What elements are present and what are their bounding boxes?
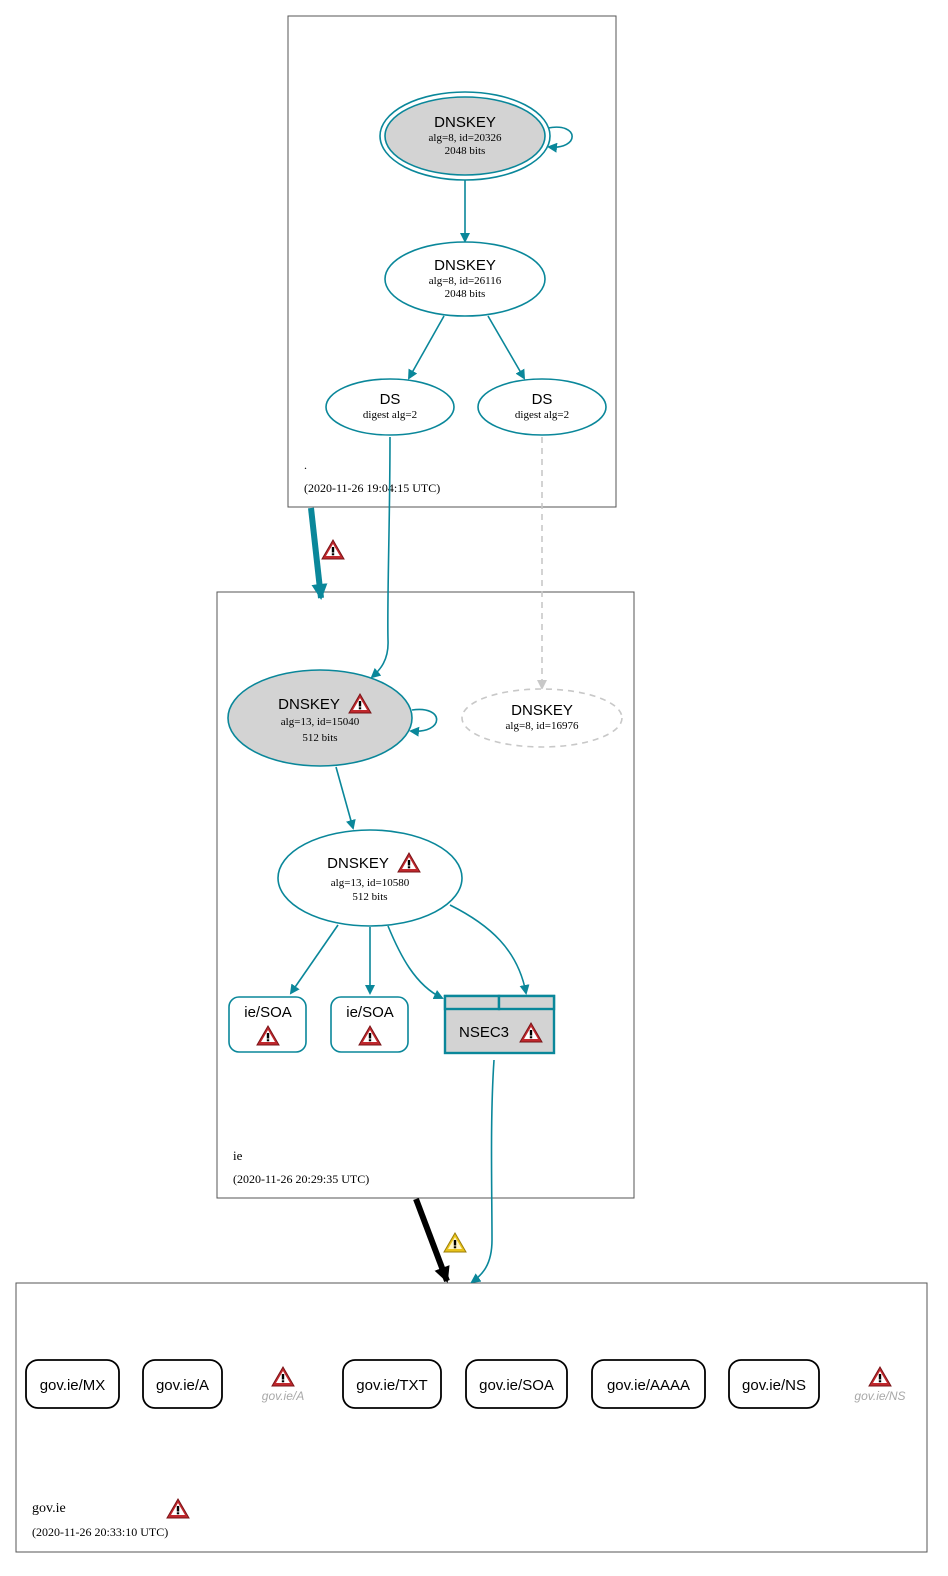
node-ie-soa-2-title: ie/SOA <box>346 1004 394 1021</box>
zone-govie-timestamp: (2020-11-26 20:33:10 UTC) <box>32 1525 168 1539</box>
zone-govie-box <box>15 1282 928 1553</box>
node-govie-soa-label: gov.ie/SOA <box>479 1377 554 1394</box>
node-nsec3[interactable]: NSEC3 <box>443 994 556 1055</box>
node-ds-b-line1: digest alg=2 <box>515 409 569 421</box>
zone-govie-warning-icon[interactable] <box>166 1498 190 1519</box>
edge-ie-ksk-zsk <box>335 766 356 830</box>
node-govie-ns-error-label: gov.ie/NS <box>854 1389 905 1403</box>
zone-govie-name: gov.ie <box>32 1501 66 1516</box>
node-ie-missing-dnskey[interactable]: DNSKEY alg=8, id=16976 <box>461 688 623 748</box>
zone-ie-box <box>216 591 635 1199</box>
node-ie-zsk[interactable]: DNSKEY alg=13, id=10580 512 bits <box>277 829 463 927</box>
node-root-ksk-line1: alg=8, id=20326 <box>429 132 502 144</box>
node-govie-a[interactable]: gov.ie/A <box>142 1359 223 1409</box>
node-govie-aaaa[interactable]: gov.ie/AAAA <box>591 1359 706 1409</box>
node-govie-a-error-label: gov.ie/A <box>262 1389 304 1403</box>
delegation-ie-govie-warning-icon[interactable] <box>443 1232 467 1253</box>
node-root-ksk[interactable]: DNSKEY alg=8, id=20326 2048 bits <box>379 91 551 181</box>
zone-root-box <box>287 15 617 508</box>
node-govie-txt-label: gov.ie/TXT <box>356 1377 427 1394</box>
edge-root-ksk-self <box>547 126 573 153</box>
node-nsec3-title: NSEC3 <box>459 1024 509 1041</box>
node-ie-zsk-line2: 512 bits <box>352 891 387 903</box>
node-ie-ksk-line1: alg=13, id=15040 <box>281 716 360 728</box>
node-govie-txt[interactable]: gov.ie/TXT <box>342 1359 442 1409</box>
node-govie-mx[interactable]: gov.ie/MX <box>25 1359 120 1409</box>
edge-ie-zsk-soa1 <box>289 924 339 995</box>
node-ie-missing-title: DNSKEY <box>511 702 573 719</box>
govie-a-error-warning-icon[interactable] <box>271 1366 295 1387</box>
node-govie-ns-error[interactable]: gov.ie/NS <box>854 1366 906 1403</box>
node-ds-a-line1: digest alg=2 <box>363 409 417 421</box>
zone-ie-name: ie <box>233 1148 243 1163</box>
edge-root-zsk-ds-a <box>408 315 445 380</box>
node-govie-a-label: gov.ie/A <box>156 1377 209 1394</box>
node-govie-aaaa-label: gov.ie/AAAA <box>607 1377 690 1394</box>
node-ds-a[interactable]: DS digest alg=2 <box>325 378 455 436</box>
node-ie-soa-1-title: ie/SOA <box>244 1004 292 1021</box>
node-root-zsk-line1: alg=8, id=26116 <box>429 275 502 287</box>
node-ie-ksk[interactable]: DNSKEY alg=13, id=15040 512 bits <box>227 669 413 767</box>
edge-ie-zsk-nsec3-right <box>449 904 530 995</box>
edge-nsec3-govie <box>470 1059 495 1284</box>
node-ie-ksk-title: DNSKEY <box>278 696 340 713</box>
node-ds-a-title: DS <box>380 391 401 408</box>
node-root-ksk-line2: 2048 bits <box>445 145 486 157</box>
node-ds-b-title: DS <box>532 391 553 408</box>
zone-root-name: . <box>304 458 307 472</box>
edge-ie-zsk-nsec3-left <box>387 925 444 1000</box>
edge-root-zsk-ds-b <box>487 315 526 380</box>
node-ie-zsk-title: DNSKEY <box>327 855 389 872</box>
node-ds-b[interactable]: DS digest alg=2 <box>477 378 607 436</box>
node-ie-ksk-line2: 512 bits <box>302 732 337 744</box>
node-root-zsk[interactable]: DNSKEY alg=8, id=26116 2048 bits <box>384 241 546 317</box>
delegation-root-ie-warning-icon[interactable] <box>321 539 345 560</box>
node-root-ksk-title: DNSKEY <box>434 114 496 131</box>
node-govie-mx-label: gov.ie/MX <box>40 1377 106 1394</box>
govie-ns-error-warning-icon[interactable] <box>868 1366 892 1387</box>
node-govie-ns[interactable]: gov.ie/NS <box>728 1359 820 1409</box>
node-govie-ns-label: gov.ie/NS <box>742 1377 806 1394</box>
node-govie-a-error[interactable]: gov.ie/A <box>262 1366 304 1403</box>
edge-delegation-ie-govie <box>413 1197 450 1283</box>
node-root-zsk-title: DNSKEY <box>434 257 496 274</box>
node-root-zsk-line2: 2048 bits <box>445 288 486 300</box>
node-ie-zsk-line1: alg=13, id=10580 <box>331 877 410 889</box>
node-govie-soa[interactable]: gov.ie/SOA <box>465 1359 568 1409</box>
node-ie-missing-line1: alg=8, id=16976 <box>506 720 579 732</box>
node-ie-soa-2[interactable]: ie/SOA <box>330 996 409 1053</box>
zone-ie-timestamp: (2020-11-26 20:29:35 UTC) <box>233 1172 369 1186</box>
node-ie-soa-1[interactable]: ie/SOA <box>228 996 307 1053</box>
zone-root-timestamp: (2020-11-26 19:04:15 UTC) <box>304 481 440 495</box>
edge-delegation-root-ie <box>308 507 328 600</box>
edge-ds-a-ie-ksk <box>370 436 391 679</box>
edge-ie-ksk-self <box>409 708 438 737</box>
